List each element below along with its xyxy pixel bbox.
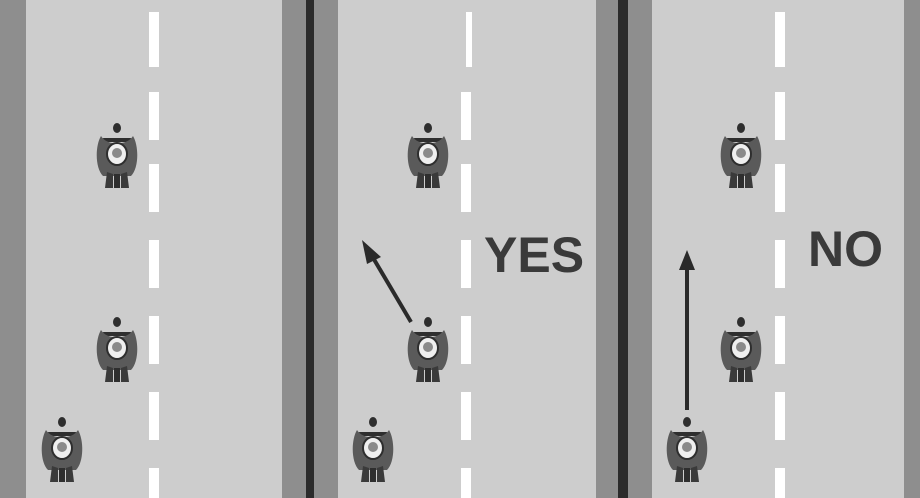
panel-divider bbox=[306, 0, 314, 498]
panel-1 bbox=[0, 0, 306, 498]
panel-3: NO bbox=[628, 0, 920, 498]
right-shoulder bbox=[904, 0, 920, 498]
no-label: NO bbox=[808, 221, 883, 277]
right-shoulder bbox=[596, 0, 618, 498]
yes-label: YES bbox=[484, 227, 584, 283]
left-shoulder bbox=[0, 0, 26, 498]
panel-divider bbox=[618, 0, 628, 498]
panel-2: YES bbox=[314, 0, 618, 498]
right-shoulder bbox=[282, 0, 306, 498]
left-shoulder bbox=[314, 0, 338, 498]
left-shoulder bbox=[628, 0, 652, 498]
